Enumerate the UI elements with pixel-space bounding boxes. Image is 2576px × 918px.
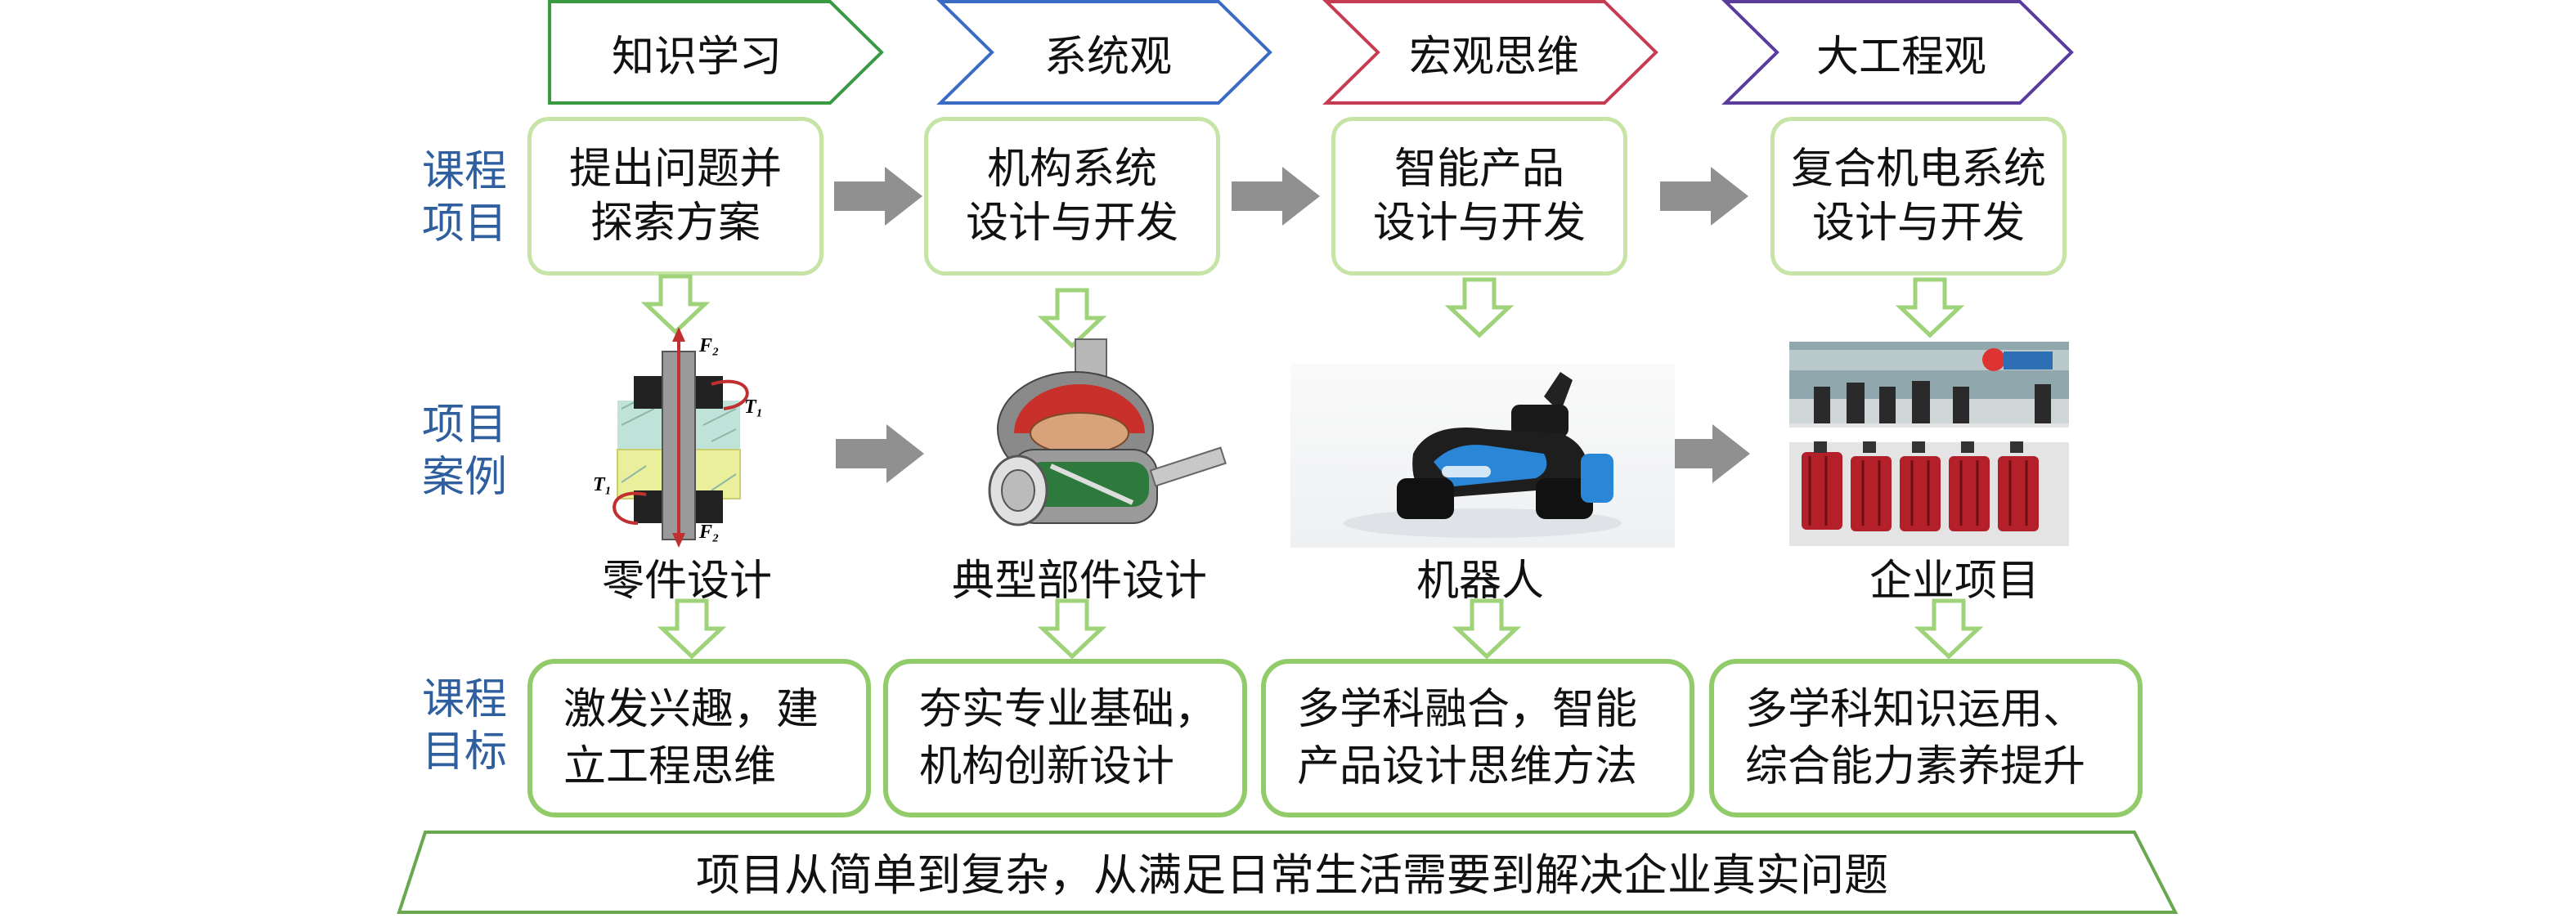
side-label-line: 案例 [421, 453, 507, 502]
case-label-1: 零件设计 [601, 557, 772, 606]
enterprise-photo [1789, 342, 2069, 546]
case-label-4: 企业项目 [1869, 557, 2040, 606]
project-box-2: 机构系统 设计与开发 [924, 117, 1220, 275]
arrow-down-icon [646, 276, 705, 332]
goal-line: 多学科知识运用、 [1745, 685, 2086, 734]
side-label-cases: 项目 案例 [411, 399, 518, 504]
chevron-label-4: 大工程观 [1815, 32, 1986, 82]
label-t1-right: T₁ [744, 396, 763, 418]
project-line: 设计与开发 [1372, 199, 1586, 248]
goal-line: 夯实专业基础， [919, 685, 1218, 734]
robot-photo [1290, 364, 1675, 548]
side-label-line: 目标 [421, 728, 507, 777]
goal-line: 多学科融合，智能 [1297, 685, 1638, 734]
arrow-right-icon [1660, 167, 1748, 226]
side-label-line: 课程 [421, 675, 507, 724]
arrow-right-icon [836, 424, 924, 483]
project-line: 探索方案 [590, 199, 761, 248]
goal-box-1: 激发兴趣，建 立工程思维 [527, 659, 871, 817]
goal-line: 产品设计思维方法 [1297, 742, 1638, 791]
arrow-down-icon [1919, 601, 1978, 656]
goal-box-3: 多学科融合，智能 产品设计思维方法 [1261, 659, 1694, 817]
chevron-system [936, 0, 1272, 105]
arrow-down-icon [1450, 280, 1509, 335]
enterprise-figure [1789, 342, 2069, 546]
chevron-macro [1322, 0, 1658, 105]
chevron-label-3: 宏观思维 [1408, 32, 1579, 82]
bolt-joint-figure: F₂ T₁ T₁ F₂ [593, 327, 763, 548]
project-box-4: 复合机电系统 设计与开发 [1770, 117, 2067, 275]
label-f2-bottom: F₂ [698, 522, 719, 543]
goal-line: 机构创新设计 [919, 742, 1175, 791]
arrow-right-icon [1662, 424, 1750, 483]
chevron-label-2: 系统观 [1043, 32, 1172, 82]
label-t1-left: T₁ [593, 474, 612, 495]
arrow-down-icon [1901, 280, 1959, 335]
chevron-knowledge [548, 0, 884, 105]
goal-line: 立工程思维 [563, 742, 777, 791]
project-line: 提出问题并 [568, 145, 782, 194]
project-line: 智能产品 [1393, 145, 1564, 194]
arrow-right-icon [834, 167, 922, 226]
project-line: 设计与开发 [965, 199, 1178, 248]
project-line: 复合机电系统 [1790, 145, 2046, 194]
gearbox-figure [988, 338, 1227, 526]
side-label-line: 项目 [421, 401, 507, 450]
arrow-down-icon [1043, 601, 1102, 656]
chevron-engineering [1721, 0, 2074, 105]
goal-line: 综合能力素养提升 [1745, 742, 2086, 791]
side-label-goals: 课程 目标 [411, 674, 518, 778]
project-line: 机构系统 [986, 145, 1157, 194]
chevron-label-1: 知识学习 [611, 32, 782, 82]
bottom-banner: 项目从简单到复杂，从满足日常生活需要到解决企业真实问题 [696, 849, 1888, 901]
arrow-down-icon [662, 601, 721, 656]
bottom-banner-shape [397, 831, 2179, 914]
top-chevrons [548, 0, 2074, 105]
arrow-right-icon [1232, 167, 1320, 226]
project-box-3: 智能产品 设计与开发 [1331, 117, 1627, 275]
goal-box-2: 夯实专业基础， 机构创新设计 [883, 659, 1247, 817]
case-label-3: 机器人 [1416, 557, 1544, 606]
side-label-line: 项目 [421, 199, 507, 249]
goal-box-4: 多学科知识运用、 综合能力素养提升 [1709, 659, 2143, 817]
robot-figure [1344, 372, 1622, 538]
goal-line: 激发兴趣，建 [563, 685, 819, 734]
label-f2-top: F₂ [698, 335, 719, 356]
project-line: 设计与开发 [1811, 199, 2025, 248]
side-label-projects: 课程 项目 [411, 146, 518, 250]
arrow-down-icon [1457, 601, 1516, 656]
side-label-line: 课程 [421, 147, 507, 196]
case-label-2: 典型部件设计 [951, 557, 1207, 606]
project-box-1: 提出问题并 探索方案 [527, 117, 824, 275]
